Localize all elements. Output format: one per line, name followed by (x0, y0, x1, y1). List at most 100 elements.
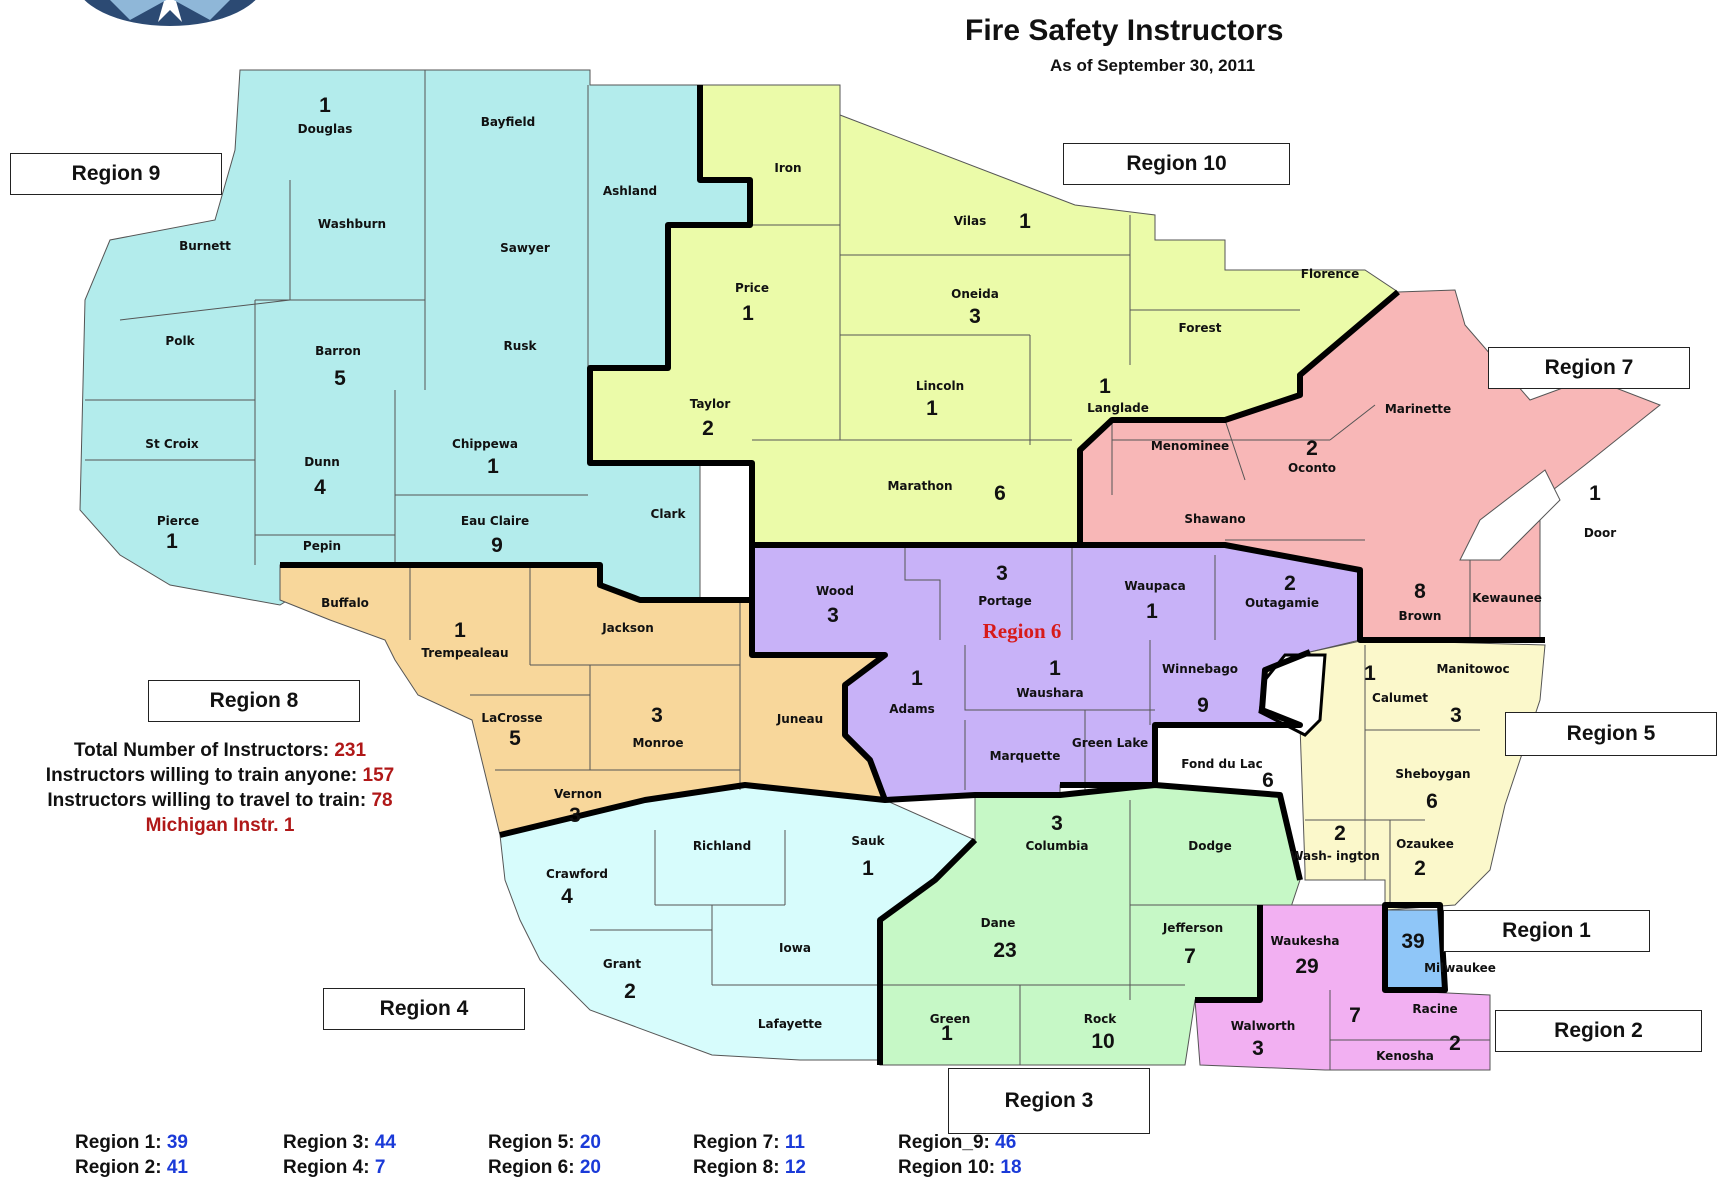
border-3-2 (1195, 905, 1263, 1003)
county-count: 1 (911, 667, 923, 690)
county-count: 23 (993, 939, 1016, 962)
county-count: 9 (491, 534, 503, 557)
county-count: 2 (1284, 572, 1296, 595)
county-count: 6 (1426, 790, 1438, 813)
county-name: Vernon (554, 787, 602, 801)
border-4-3 (877, 837, 978, 1065)
willing-travel: Instructors willing to travel to train: … (47, 790, 393, 811)
county-name: Marinette (1385, 402, 1451, 416)
county-count: 29 (1295, 955, 1318, 978)
county-name: Juneau (776, 712, 823, 726)
county-name: Dodge (1188, 839, 1232, 853)
county-count: 10 (1091, 1030, 1114, 1053)
county-name: Rusk (504, 339, 538, 353)
county-name: Wash- ington (1290, 849, 1380, 863)
map-subtitle: As of September 30, 2011 (1050, 56, 1256, 75)
county-name: Waukesha (1270, 934, 1339, 948)
county-name: Clark (651, 507, 687, 521)
county-count: 1 (487, 455, 499, 478)
county-name: Kewaunee (1472, 591, 1542, 605)
county-count: 1 (166, 530, 178, 553)
county-count: 6 (994, 482, 1006, 505)
county-name: Ozaukee (1396, 837, 1454, 851)
county-name: Monroe (632, 736, 683, 750)
county-name: Dunn (304, 455, 340, 469)
county-name: Sheboygan (1395, 767, 1470, 781)
county-name: Waushara (1016, 686, 1083, 700)
county-name: Price (735, 281, 769, 295)
county-count: 1 (1146, 600, 1158, 623)
county-count: 5 (509, 727, 521, 750)
county-count: 8 (1414, 580, 1426, 603)
county-name: Green Lake (1072, 736, 1148, 750)
total-instructors: Total Number of Instructors: 231 (73, 740, 367, 761)
county-name: Washburn (318, 217, 386, 231)
county-count: 2 (624, 980, 636, 1003)
willing-train-value: 157 (362, 765, 395, 786)
county-name: St Croix (145, 437, 199, 451)
county-count: 2 (1414, 857, 1426, 880)
county-count: 6 (1262, 769, 1274, 792)
region-4-box: Region 4 (323, 988, 525, 1030)
county-name: Waupaca (1124, 579, 1185, 593)
county-name: Forest (1179, 321, 1222, 335)
border-9-8 (280, 562, 752, 603)
region-9-box: Region 9 (10, 153, 222, 195)
county-name: Grant (603, 957, 641, 971)
county-count: 3 (1051, 812, 1063, 835)
county-name: Buffalo (321, 596, 369, 610)
county-name: Door (1584, 526, 1616, 540)
county-count: 9 (1197, 694, 1209, 717)
county-name: Polk (165, 334, 195, 348)
county-name: Brown (1399, 609, 1442, 623)
region-totals-col-3: Region 5: 20 Region 6: 20 (488, 1132, 601, 1178)
border-9-10 (587, 85, 755, 545)
county-count: 1 (1589, 482, 1601, 505)
region-3-box: Region 3 (948, 1068, 1150, 1134)
region-totals-col-2: Region 3: 44 Region 4: 7 (283, 1132, 396, 1178)
county-count: 3 (569, 804, 581, 827)
region-5-box: Region 5 (1505, 712, 1717, 756)
instructor-stats: Total Number of Instructors: 231 Instruc… (20, 738, 420, 838)
county-name: Marathon (887, 479, 952, 493)
county-count: 3 (651, 704, 663, 727)
region-2-box: Region 2 (1495, 1010, 1702, 1052)
county-name: Marquette (990, 749, 1061, 763)
county-name: Winnebago (1162, 662, 1238, 676)
region-6-label: Region 6 (983, 619, 1062, 643)
county-count: 1 (742, 302, 754, 325)
total-instructors-value: 231 (334, 740, 367, 761)
county-count: 3 (827, 604, 839, 627)
county-name: Sawyer (500, 241, 550, 255)
county-count: 1 (1099, 375, 1111, 398)
county-name: Oneida (951, 287, 999, 301)
county-name: Iron (774, 161, 801, 175)
county-name: Bayfield (481, 115, 535, 129)
county-count: 3 (1252, 1037, 1264, 1060)
county-count: 1 (319, 94, 331, 117)
county-name: Pierce (157, 514, 199, 528)
county-name: Lafayette (758, 1017, 822, 1031)
region-totals-col-4: Region 7: 11 Region 8: 12 (693, 1132, 806, 1178)
border-south (499, 782, 1303, 881)
county-count: 1 (454, 619, 466, 642)
county-name: Lincoln (916, 379, 964, 393)
county-count: 3 (996, 562, 1008, 585)
county-count: 1 (1049, 657, 1061, 680)
county-count: 3 (969, 305, 981, 328)
region-1-box: Region 1 (1443, 910, 1650, 952)
county-count: 1 (862, 857, 874, 880)
county-name: Trempealeau (421, 646, 508, 660)
county-name: Oconto (1288, 461, 1336, 475)
county-count: 39 (1401, 930, 1424, 953)
county-count: 2 (1306, 437, 1318, 460)
michigan-instructors: Michigan Instr. 1 (145, 815, 295, 836)
county-name: Vilas (954, 214, 987, 228)
county-name: Shawano (1184, 512, 1245, 526)
county-name: Calumet (1372, 691, 1428, 705)
region-8-box: Region 8 (148, 680, 360, 722)
county-count: 1 (1019, 210, 1031, 233)
county-count: 2 (702, 417, 714, 440)
logo-emblem (84, 0, 256, 26)
region-totals-col-1: Region 1: 39 Region 2: 41 (75, 1132, 188, 1178)
